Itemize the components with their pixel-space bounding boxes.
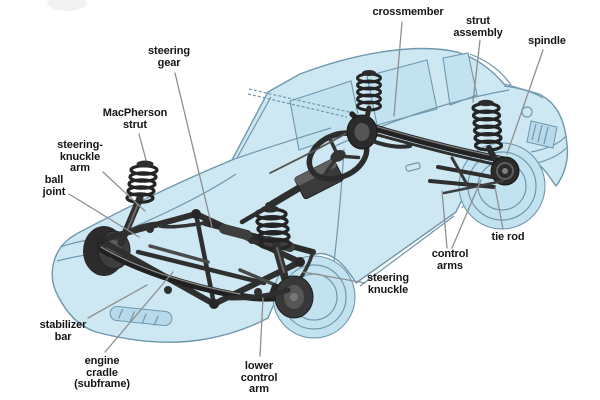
label-crossmember: crossmember <box>372 6 444 18</box>
label-spindle: spindle <box>528 35 566 47</box>
watermark-blob <box>47 0 87 11</box>
rear-suspension-drawing <box>269 70 520 195</box>
steering-column-drawing <box>239 130 370 225</box>
leader-lines <box>68 21 544 357</box>
label-tie-rod: tie rod <box>491 231 525 243</box>
